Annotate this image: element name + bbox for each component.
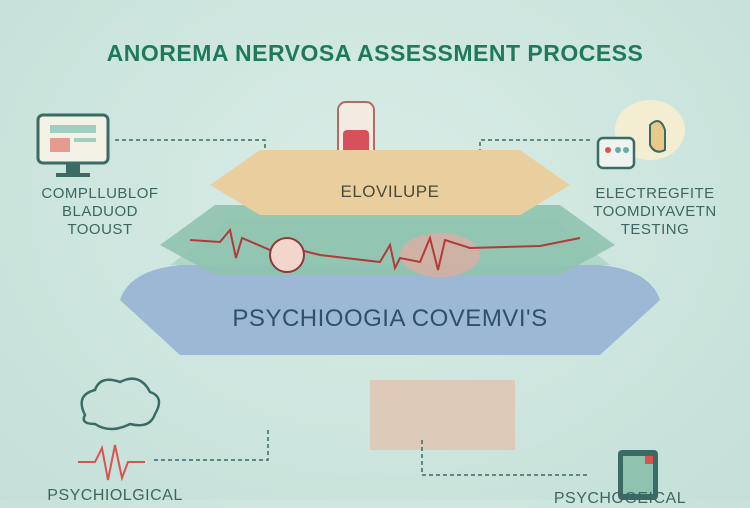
mid-layer: [160, 205, 615, 275]
computer-monitor-icon: [36, 113, 110, 177]
label-line: TOOMDIYAVETN: [593, 203, 717, 220]
page-title: ANOREMA NERVOSA ASSESSMENT PROCESS: [106, 40, 644, 66]
test-device-icon: [596, 100, 685, 170]
label-line: TOOUST: [67, 221, 133, 238]
bottom-layer-label: PSYCHIOOGIA COVEMVI'S: [232, 305, 548, 332]
heart-icon: [269, 237, 305, 273]
left-step-label: COMPLLUBLOF BLADUOD TOOUST: [10, 185, 190, 239]
pulse-icon: [78, 444, 145, 482]
ecg-line: [189, 227, 581, 271]
bottom-layer: [120, 265, 660, 355]
brain-icon: [80, 377, 161, 431]
bottom-right-label: PSYCHOGEICAL: [553, 490, 687, 507]
right-step-label: ELECTREGFITE TOOMDIYAVETN TESTING: [570, 185, 740, 239]
top-layer: [210, 150, 570, 215]
label-line: ELECTREGFITE: [595, 185, 715, 202]
bottom-left-label: PSYCHIOLGICAL: [47, 487, 183, 504]
top-layer-label: ELOVILUPE: [340, 182, 440, 201]
report-tablet-icon: [618, 450, 658, 500]
label-line: TESTING: [620, 221, 690, 238]
label-line: BLADUOD: [61, 203, 139, 220]
label-line: COMPLLUBLOF: [41, 185, 159, 202]
